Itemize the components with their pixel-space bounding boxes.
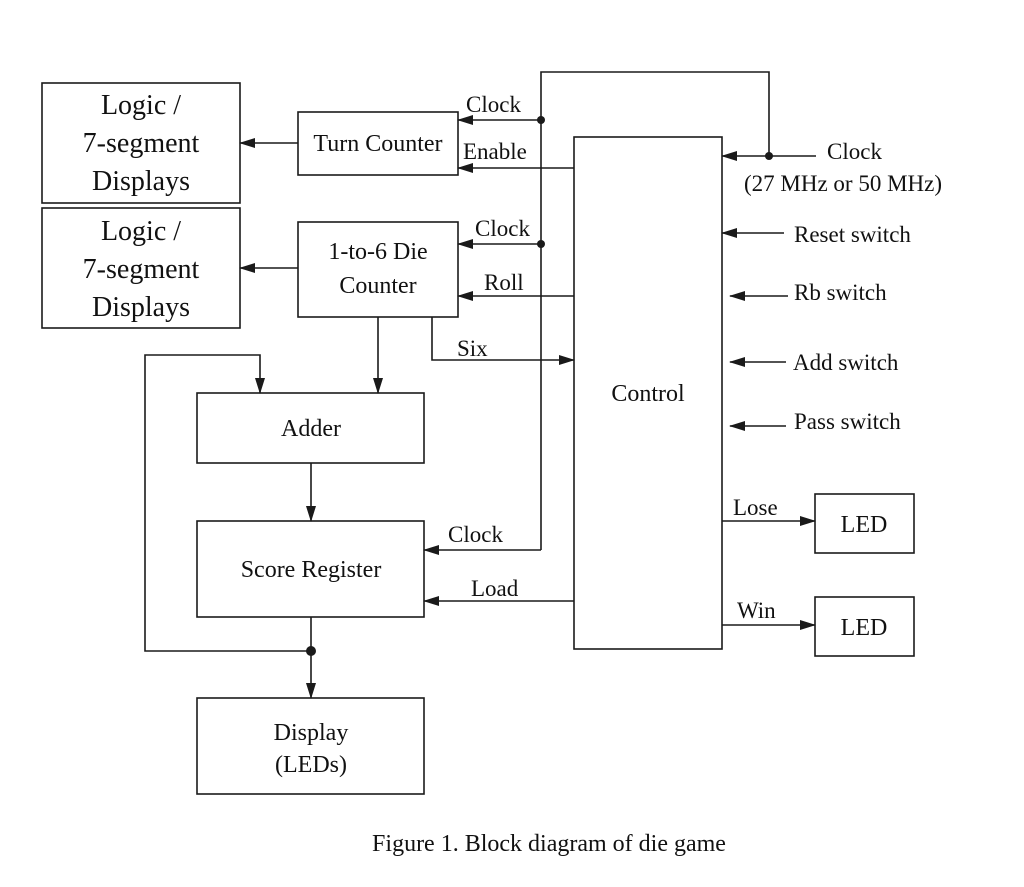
display-leds-block: Display (LEDs) bbox=[196, 697, 425, 795]
add-switch-label: Add switch bbox=[793, 350, 899, 375]
six-wire bbox=[431, 317, 575, 365]
logic-display-2-line-3: Displays bbox=[92, 292, 190, 323]
logic-display-1-line-1: Logic / bbox=[101, 90, 181, 121]
logic-display-1-line-3: Displays bbox=[92, 166, 190, 197]
clock-loop-wire bbox=[540, 71, 770, 550]
led-win-block: LED bbox=[814, 596, 915, 657]
clock-junction-dot bbox=[765, 152, 773, 160]
clock-turn-label: Clock bbox=[466, 92, 521, 117]
control-block: Control bbox=[573, 136, 723, 650]
roll-label: Roll bbox=[484, 270, 524, 295]
score-feedback-wire bbox=[144, 354, 311, 652]
enable-label: Enable bbox=[463, 139, 527, 164]
die-counter-line-2: Counter bbox=[339, 273, 416, 299]
clock-input-label: Clock bbox=[827, 139, 882, 164]
score-register-block: Score Register bbox=[196, 520, 425, 618]
pass-switch-label: Pass switch bbox=[794, 409, 901, 434]
clock-die-label: Clock bbox=[475, 216, 530, 241]
logic-display-2-line-2: 7-segment bbox=[83, 254, 200, 285]
logic-display-block-1: Logic / 7-segment Displays bbox=[41, 82, 241, 204]
clock-frequency-label: (27 MHz or 50 MHz) bbox=[744, 171, 942, 196]
reset-switch-label: Reset switch bbox=[794, 222, 911, 247]
led-lose-block: LED bbox=[814, 493, 915, 554]
clock-score-label: Clock bbox=[448, 522, 503, 547]
win-label: Win bbox=[737, 598, 776, 623]
load-label: Load bbox=[471, 576, 519, 601]
control-label: Control bbox=[611, 381, 685, 407]
logic-display-2-line-1: Logic / bbox=[101, 216, 181, 247]
led-lose-label: LED bbox=[841, 512, 888, 538]
logic-display-1-line-2: 7-segment bbox=[83, 128, 200, 159]
score-feedback-junction-dot bbox=[306, 646, 316, 656]
logic-display-block-2: Logic / 7-segment Displays bbox=[41, 207, 241, 329]
clock-turn-junction-dot bbox=[537, 116, 545, 124]
six-label: Six bbox=[457, 336, 488, 361]
die-counter-block: 1-to-6 Die Counter bbox=[297, 221, 459, 318]
display-line-1: Display bbox=[274, 720, 349, 746]
die-counter-line-1: 1-to-6 Die bbox=[328, 239, 427, 265]
figure-caption: Figure 1. Block diagram of die game bbox=[372, 831, 726, 857]
clock-die-junction-dot bbox=[537, 240, 545, 248]
rb-switch-label: Rb switch bbox=[794, 280, 887, 305]
display-line-2: (LEDs) bbox=[275, 752, 347, 778]
turn-counter-block: Turn Counter bbox=[297, 111, 459, 176]
adder-label: Adder bbox=[281, 416, 341, 442]
score-register-label: Score Register bbox=[241, 557, 382, 583]
lose-label: Lose bbox=[733, 495, 778, 520]
turn-counter-label: Turn Counter bbox=[313, 131, 442, 157]
led-win-label: LED bbox=[841, 615, 888, 641]
adder-block: Adder bbox=[196, 392, 425, 464]
